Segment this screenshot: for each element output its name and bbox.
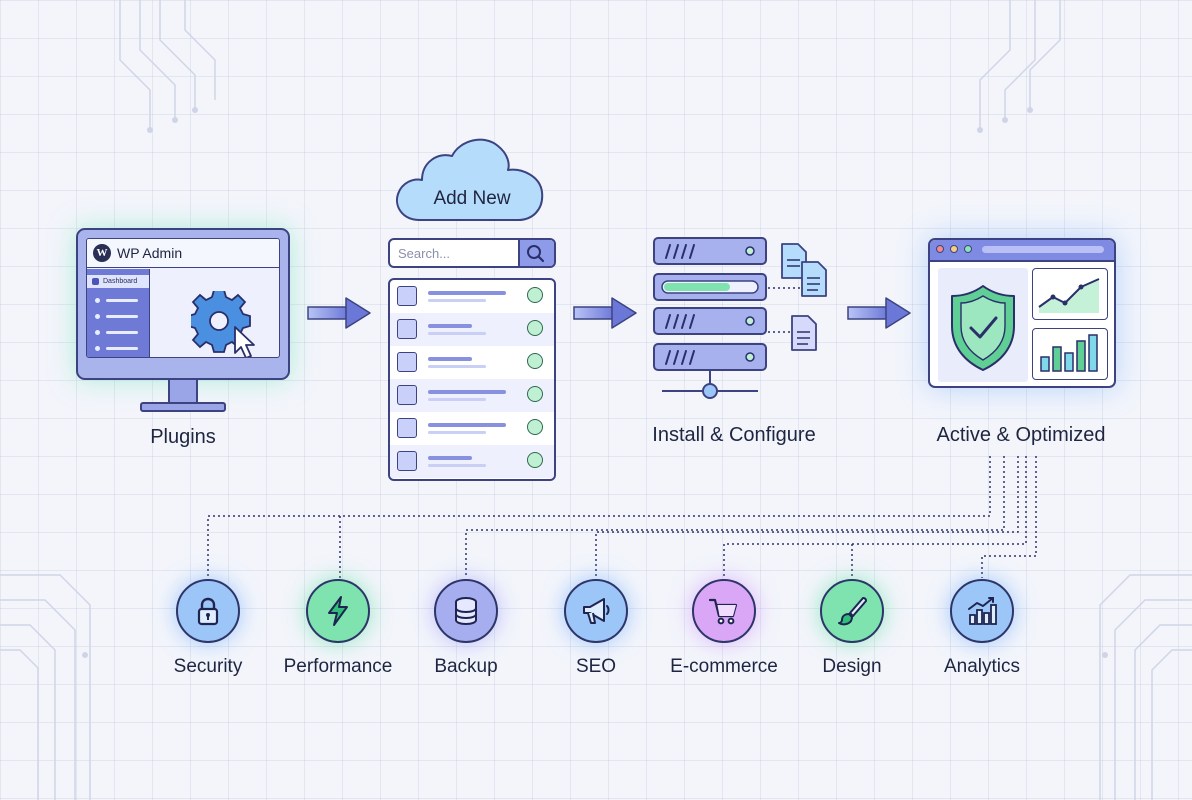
paintbrush-icon	[838, 597, 867, 626]
feature-label-security: Security	[173, 656, 243, 677]
feature-label-seo: SEO	[575, 656, 617, 677]
stage-label-install: Install & Configure	[652, 424, 816, 446]
feature-design[interactable]	[820, 579, 884, 643]
database-icon	[455, 597, 477, 626]
window-close-dot	[936, 245, 944, 253]
flow-arrow	[573, 297, 637, 329]
plugin-list-item[interactable]	[390, 412, 554, 445]
wp-admin-monitor: W WP Admin Dashboard	[76, 228, 290, 414]
puzzle-icon	[397, 451, 417, 471]
server-icon	[653, 237, 827, 399]
shopping-cart-icon	[708, 598, 738, 625]
search-button[interactable]	[518, 240, 554, 266]
feature-backup[interactable]	[434, 579, 498, 643]
plugin-list-item[interactable]	[390, 379, 554, 412]
dashboard-label: Dashboard	[103, 278, 138, 285]
monitor-neck	[168, 380, 198, 404]
bar-chart-icon	[1040, 334, 1098, 372]
plugin-list-item[interactable]	[390, 313, 554, 346]
shield-check-icon	[951, 285, 1015, 371]
stage-label-active: Active & Optimized	[936, 424, 1106, 446]
puzzle-icon	[397, 319, 417, 339]
flow-arrow	[847, 297, 911, 329]
address-bar	[982, 246, 1104, 253]
feature-label-performance: Performance	[283, 656, 393, 677]
sidebar-item-dashboard[interactable]: Dashboard	[87, 275, 149, 288]
feature-analytics[interactable]	[950, 579, 1014, 643]
plugin-list-item[interactable]	[390, 346, 554, 379]
feature-performance[interactable]	[306, 579, 370, 643]
admin-titlebar: W WP Admin	[87, 239, 279, 268]
sidebar-menu-item[interactable]	[95, 298, 139, 303]
monitor-screen: W WP Admin Dashboard	[76, 228, 290, 380]
wordpress-logo-icon: W	[93, 244, 111, 262]
feature-ecommerce[interactable]	[692, 579, 756, 643]
admin-sidebar: Dashboard	[87, 269, 150, 357]
cloud-icon	[396, 138, 544, 221]
lock-icon	[197, 597, 219, 626]
megaphone-icon	[583, 598, 610, 624]
flow-arrow	[307, 297, 371, 329]
puzzle-icon	[397, 385, 417, 405]
puzzle-icon	[397, 352, 417, 372]
checkmark-icon	[527, 386, 543, 402]
sidebar-menu-item[interactable]	[95, 314, 139, 319]
feature-label-analytics: Analytics	[943, 656, 1021, 677]
install-progress-fill	[664, 283, 730, 291]
feature-label-design: Design	[822, 656, 882, 677]
puzzle-icon	[397, 286, 417, 306]
checkmark-icon	[527, 320, 543, 336]
feature-connectors	[207, 456, 1037, 578]
feature-label-ecommerce: E-commerce	[670, 656, 778, 677]
plugin-search-field[interactable]: Search...	[388, 238, 556, 268]
search-icon	[527, 245, 545, 263]
admin-window: W WP Admin Dashboard	[86, 238, 280, 358]
line-chart-panel	[1032, 268, 1108, 320]
puzzle-icon	[397, 418, 417, 438]
admin-window-title: WP Admin	[117, 245, 183, 261]
bar-chart-icon	[968, 597, 997, 625]
cursor-icon	[234, 326, 255, 357]
plugin-list-item[interactable]	[390, 280, 554, 313]
search-placeholder: Search...	[398, 246, 451, 261]
plugin-list-item[interactable]	[390, 445, 554, 478]
optimized-dashboard	[928, 238, 1116, 388]
window-minimize-dot	[950, 245, 958, 253]
feature-security[interactable]	[176, 579, 240, 643]
lightning-icon	[328, 596, 348, 626]
plugin-list	[388, 278, 556, 481]
gear-icon	[191, 291, 255, 357]
bar-chart-panel	[1032, 328, 1108, 380]
dashboard-icon	[92, 278, 99, 285]
document-icon	[781, 243, 827, 351]
sidebar-menu-item[interactable]	[95, 330, 139, 335]
stage-label-add-new: Add New	[433, 188, 511, 209]
sidebar-menu-item[interactable]	[95, 346, 139, 351]
dashboard-titlebar	[930, 240, 1114, 262]
window-maximize-dot	[964, 245, 972, 253]
feature-label-backup: Backup	[434, 656, 498, 677]
checkmark-icon	[527, 419, 543, 435]
monitor-stand	[140, 402, 226, 412]
line-chart-icon	[1038, 278, 1100, 313]
security-panel	[938, 268, 1028, 382]
checkmark-icon	[527, 287, 543, 303]
checkmark-icon	[527, 353, 543, 369]
stage-label-plugins: Plugins	[150, 426, 216, 448]
checkmark-icon	[527, 452, 543, 468]
feature-seo[interactable]	[564, 579, 628, 643]
